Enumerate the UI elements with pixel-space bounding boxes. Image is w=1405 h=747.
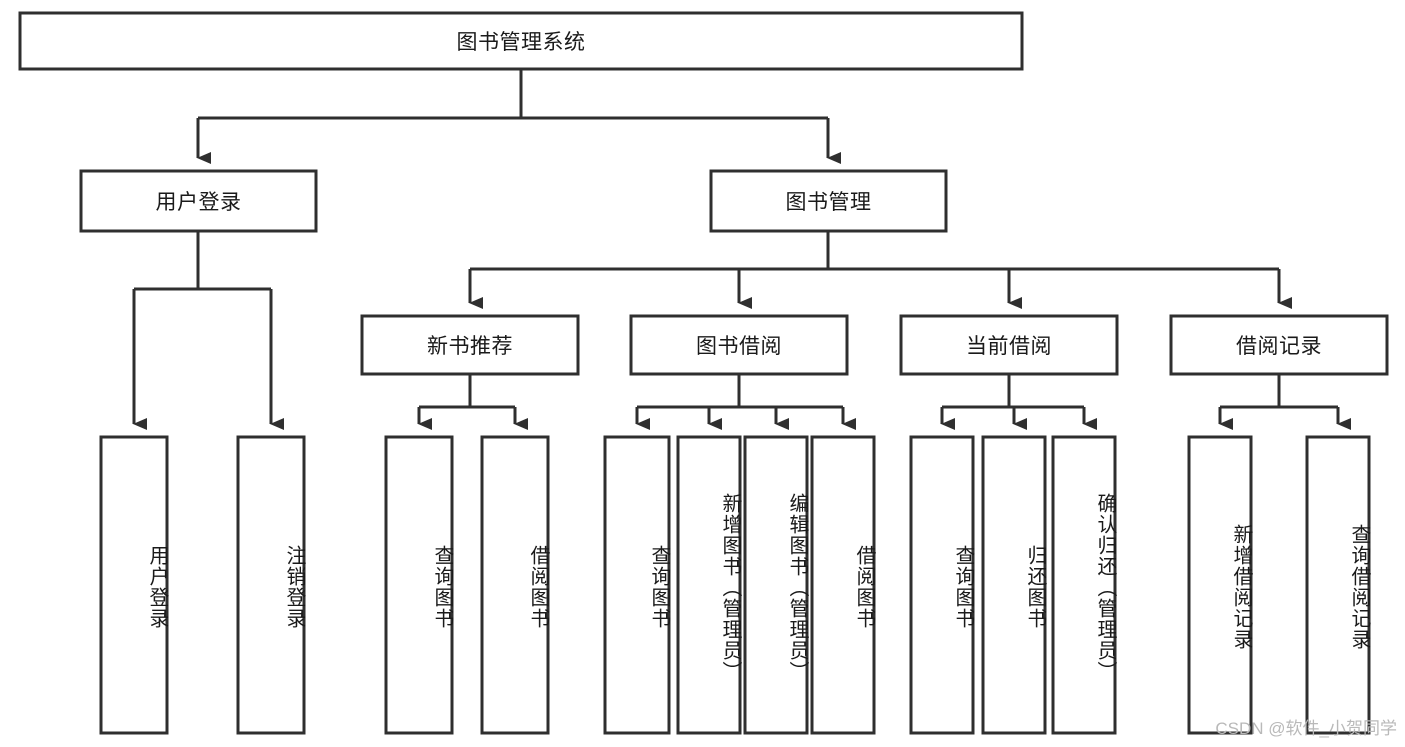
leaf-node-box: [236, 435, 306, 735]
leaf-node-box: [1305, 435, 1371, 735]
leaf-node-box: [810, 435, 876, 735]
level3-node-box: [1169, 314, 1389, 376]
leaf-node-box: [480, 435, 550, 735]
leaf-node-box: [909, 435, 975, 735]
leaf-node-box: [1051, 435, 1117, 735]
csdn-watermark: CSDN @软件_小贺同学: [1215, 719, 1397, 738]
leaf-node-box: [99, 435, 169, 735]
level3-node-box: [899, 314, 1119, 376]
node-boxes: [18, 11, 1389, 735]
edge-connectors: [132, 69, 1351, 430]
leaf-node-box: [743, 435, 809, 735]
leaf-node-box: [676, 435, 742, 735]
level2-node-box: [709, 169, 948, 233]
leaf-node-box: [981, 435, 1047, 735]
level3-node-box: [629, 314, 849, 376]
root-node-box: [18, 11, 1024, 71]
level2-node-box: [79, 169, 318, 233]
leaf-node-box: [1187, 435, 1253, 735]
leaf-node-box: [384, 435, 454, 735]
leaf-node-box: [603, 435, 671, 735]
level3-node-box: [360, 314, 580, 376]
